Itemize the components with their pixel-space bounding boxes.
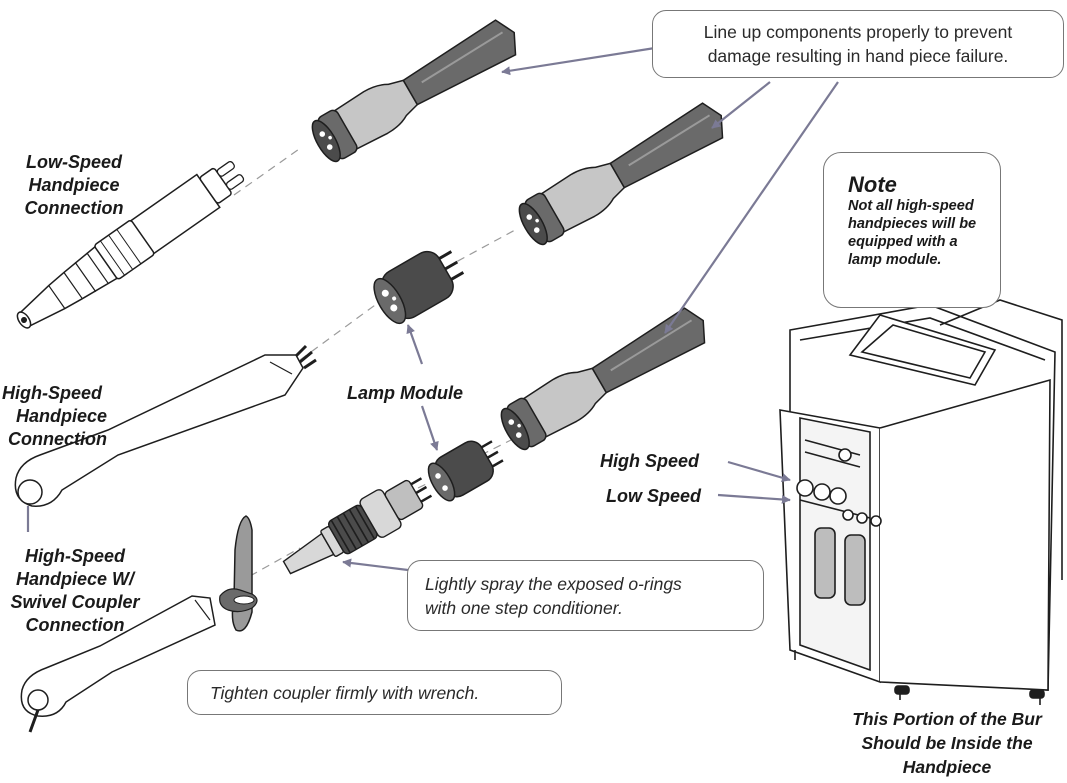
callout-spray-line-2: with one step conditioner. bbox=[425, 598, 623, 618]
lamp-module-separate bbox=[373, 250, 465, 325]
label-swivel-connection-line-2: Handpiece W/ bbox=[15, 569, 135, 589]
label-bur-note-line-1: This Portion of the Bur bbox=[852, 709, 1042, 729]
label-high-speed-connection-line-1: High-Speed bbox=[2, 383, 103, 403]
wrench bbox=[219, 515, 258, 632]
label-lamp-module-text: Lamp Module bbox=[347, 383, 463, 403]
callout-spray-line-1: Lightly spray the exposed o-rings bbox=[425, 574, 682, 594]
swivel-handpiece bbox=[20, 595, 216, 733]
swivel-coupler bbox=[282, 477, 433, 575]
hose-connector-lower bbox=[500, 307, 706, 451]
label-low-speed-text: Low Speed bbox=[606, 486, 702, 506]
label-swivel-connection-line-4: Connection bbox=[25, 615, 125, 635]
label-low-speed: Low Speed bbox=[606, 485, 726, 508]
callout-tighten-text: Tighten coupler firmly with wrench. bbox=[210, 683, 480, 703]
lamp-module-installed bbox=[427, 440, 504, 502]
label-lamp-module: Lamp Module bbox=[330, 382, 480, 405]
hose-connector-middle bbox=[518, 102, 724, 246]
label-swivel-connection: High-Speed Handpiece W/ Swivel Coupler C… bbox=[0, 545, 150, 637]
callout-alignment: Line up components properly to prevent d… bbox=[652, 10, 1064, 78]
label-low-speed-connection-line-2: Handpiece bbox=[28, 175, 120, 195]
callout-spray: Lightly spray the exposed o-rings with o… bbox=[407, 560, 764, 631]
callout-tighten: Tighten coupler firmly with wrench. bbox=[187, 670, 562, 715]
label-bur-note-line-2: Should be Inside the bbox=[861, 733, 1033, 753]
label-low-speed-connection-line-1: Low-Speed bbox=[25, 152, 122, 172]
dental-cart bbox=[779, 299, 1063, 705]
label-bur-note-line-3: Handpiece bbox=[902, 757, 992, 777]
callout-alignment-line-1: Line up components properly to prevent bbox=[703, 22, 1013, 42]
label-high-speed-connection-line-2: Handpiece bbox=[16, 406, 108, 426]
label-swivel-connection-line-1: High-Speed bbox=[24, 546, 125, 566]
label-bur-note: This Portion of the Bur Should be Inside… bbox=[832, 707, 1062, 779]
label-high-speed-connection-line-3: Connection bbox=[8, 429, 107, 449]
label-low-speed-connection-line-3: Connection bbox=[24, 198, 124, 218]
note-body-line-1: Not all high-speed bbox=[848, 198, 974, 214]
label-swivel-connection-line-3: Swivel Coupler bbox=[10, 592, 140, 612]
note-body-line-4: lamp module. bbox=[848, 252, 942, 268]
note-body-line-3: equipped with a bbox=[848, 234, 958, 250]
label-high-speed: High Speed bbox=[600, 450, 730, 473]
callout-alignment-line-2: damage resulting in hand piece failure. bbox=[707, 46, 1009, 66]
label-low-speed-connection: Low-Speed Handpiece Connection bbox=[14, 151, 134, 220]
label-high-speed-text: High Speed bbox=[600, 451, 700, 471]
low-speed-handpiece bbox=[16, 160, 245, 329]
note-body-line-2: handpieces will be bbox=[848, 216, 977, 232]
label-high-speed-connection: High-Speed Handpiece Connection bbox=[2, 382, 122, 451]
note-heading: Note bbox=[848, 172, 897, 197]
note-box: Note Not all high-speed handpieces will … bbox=[823, 152, 1001, 308]
high-speed-handpiece bbox=[14, 344, 317, 507]
hose-connector-top bbox=[311, 19, 517, 163]
callout-arrows bbox=[26, 46, 839, 572]
